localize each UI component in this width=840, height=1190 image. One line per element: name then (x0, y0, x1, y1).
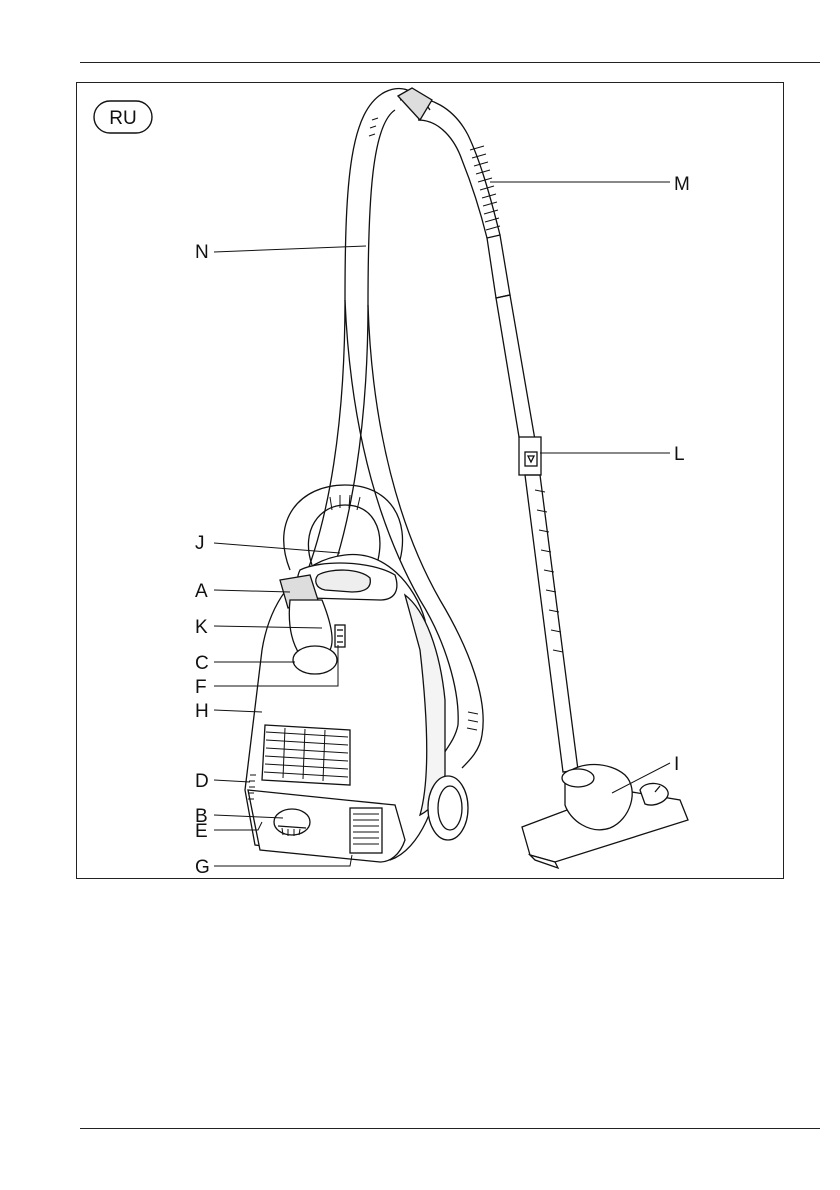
callout-g: G (195, 857, 210, 878)
language-badge-label: RU (109, 108, 136, 129)
hose-handle-grip (398, 88, 500, 238)
callout-h: H (195, 701, 209, 722)
callout-j: J (195, 533, 205, 554)
floor-nozzle (522, 764, 688, 868)
callout-f: F (195, 677, 207, 698)
language-badge: RU (94, 101, 152, 133)
callout-k: K (195, 617, 208, 638)
callout-a: A (195, 581, 208, 602)
callout-d: D (195, 771, 209, 792)
callout-i: I (674, 754, 679, 775)
extension-tube (487, 235, 578, 772)
vacuum-body (245, 485, 468, 862)
callout-c: C (195, 653, 209, 674)
callout-e: E (195, 821, 208, 842)
callout-l: L (674, 444, 685, 465)
footer-rule (80, 1128, 820, 1129)
callout-m: M (674, 174, 690, 195)
callout-n: N (195, 242, 209, 263)
